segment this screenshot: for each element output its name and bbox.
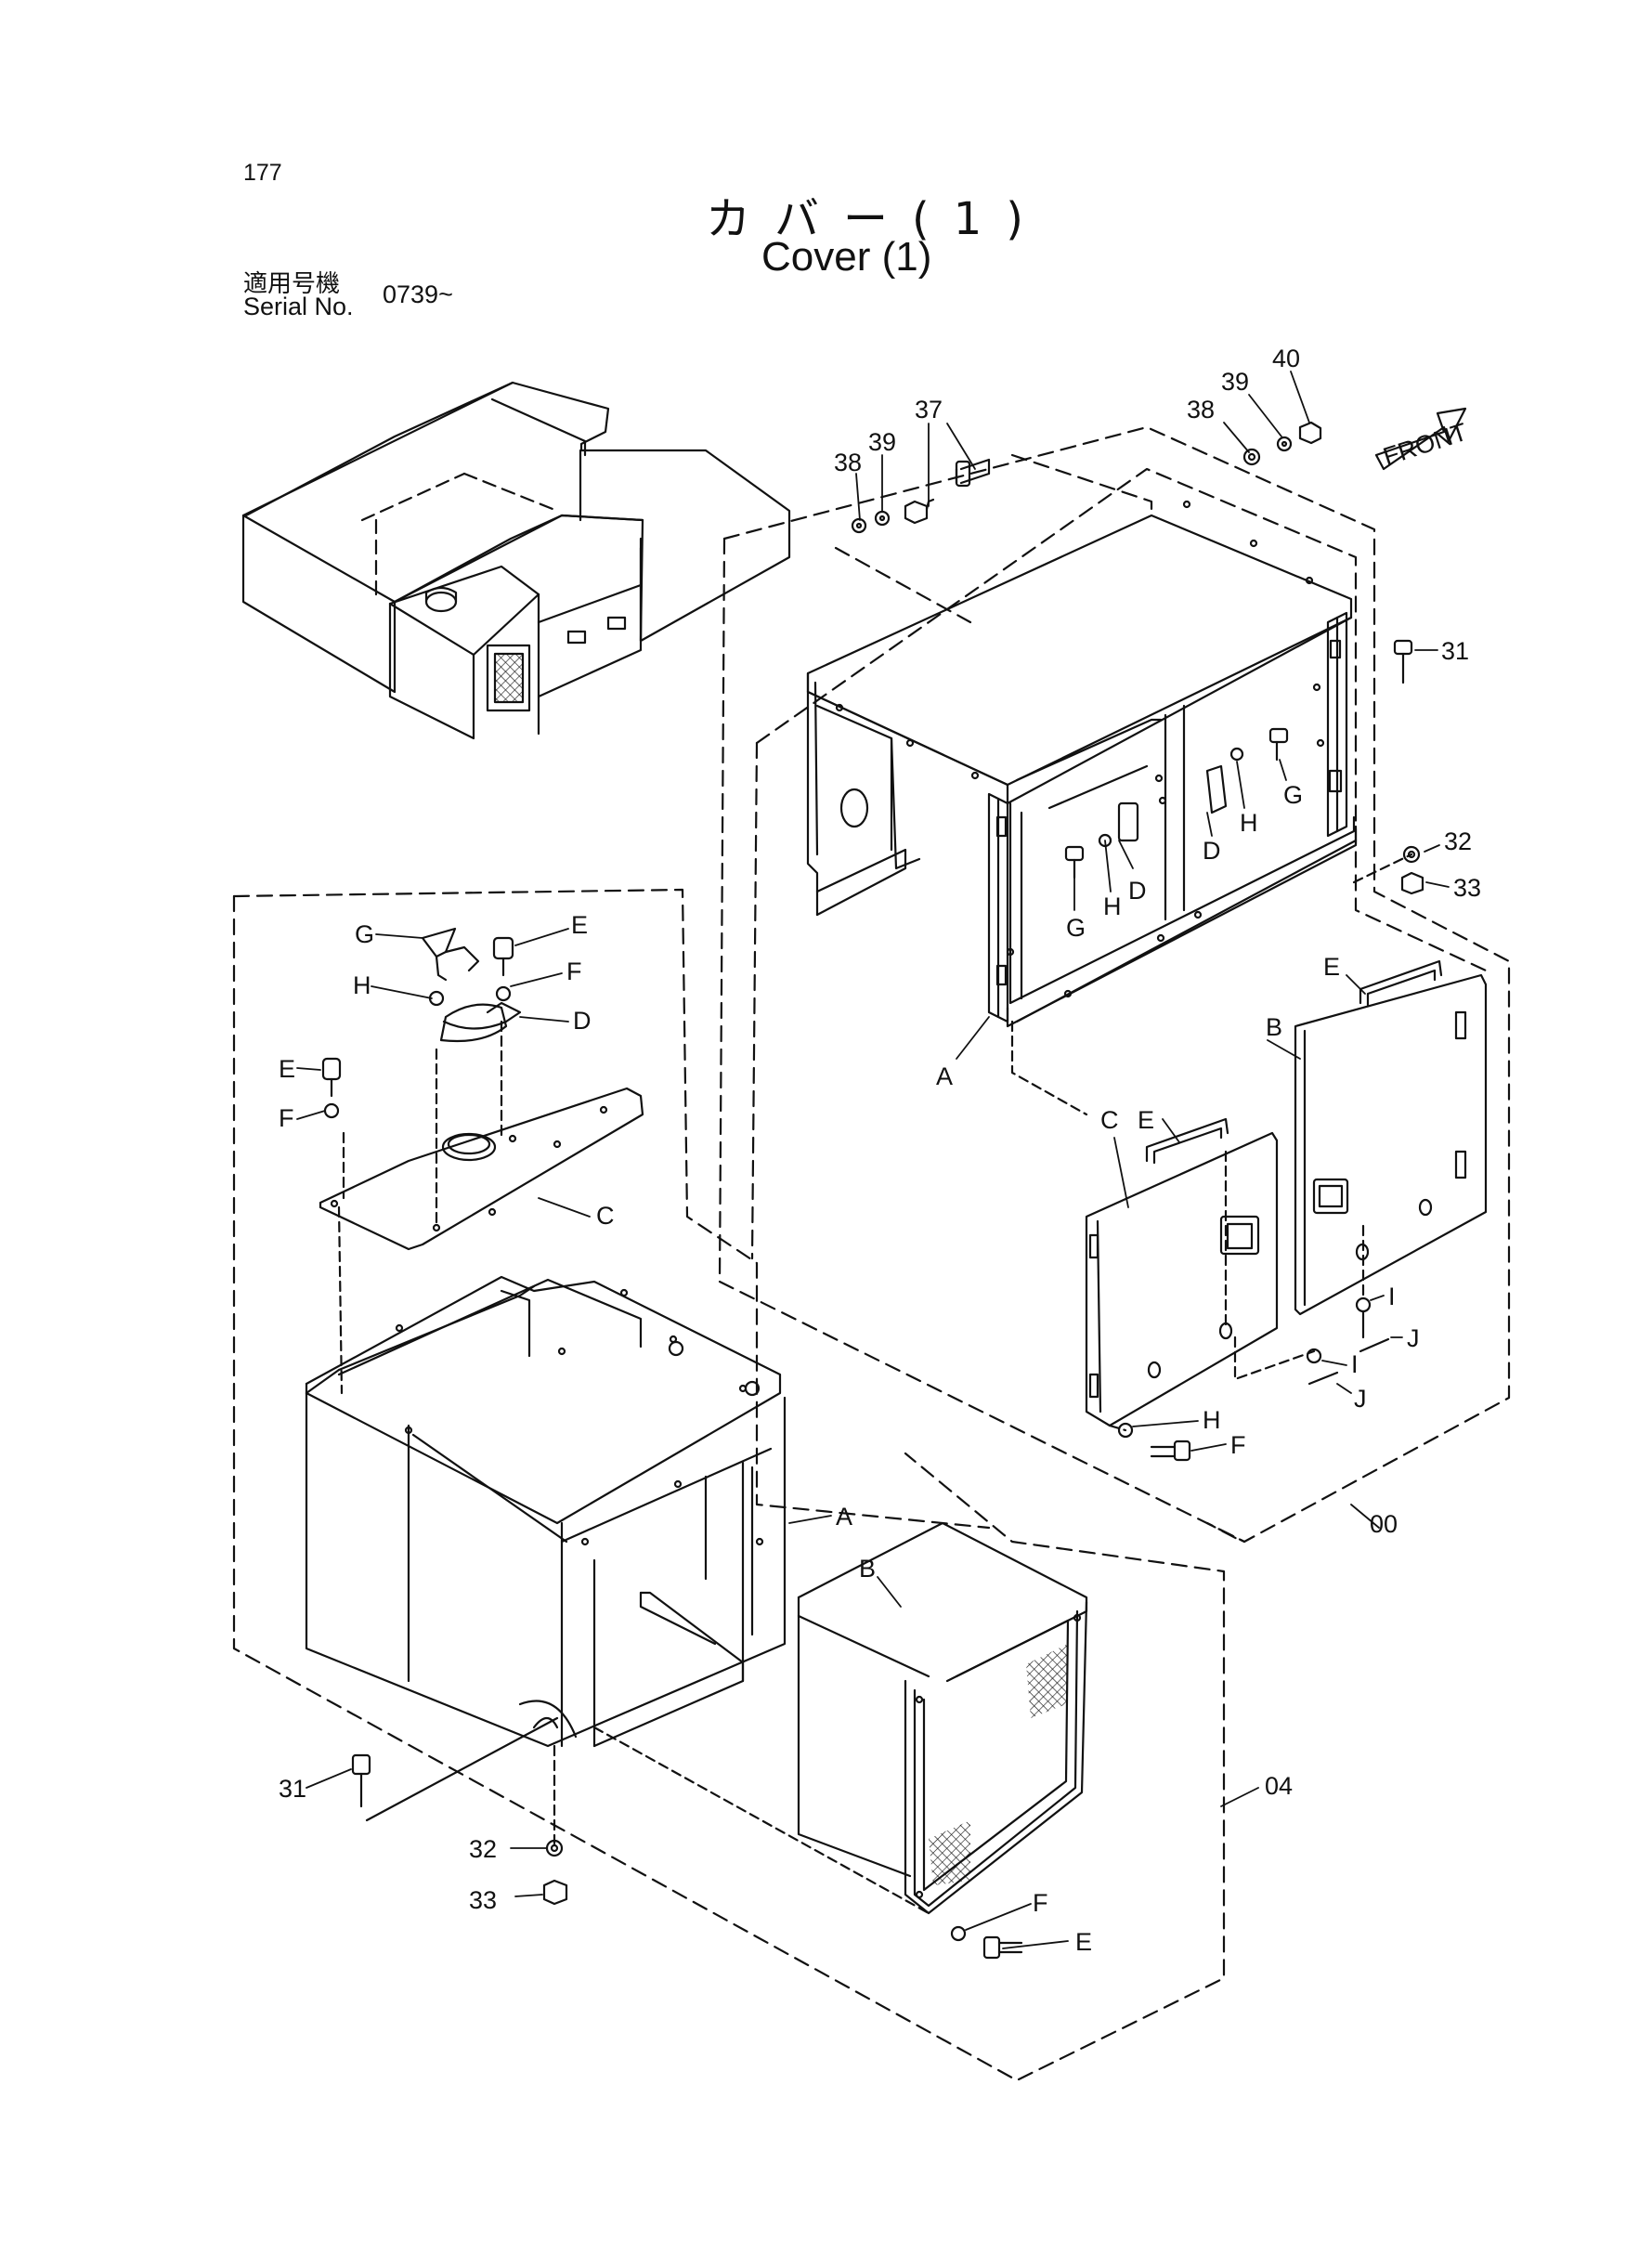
callout-e: E — [1075, 1928, 1092, 1956]
callout-e: E — [1138, 1106, 1154, 1134]
callout-32: 32 — [469, 1835, 497, 1863]
callout-39: 39 — [868, 428, 896, 456]
callout-b: B — [1266, 1013, 1282, 1041]
callout-a: A — [936, 1062, 953, 1090]
callout-33: 33 — [1453, 874, 1481, 902]
assembly-ref-00: 00 — [1370, 1510, 1398, 1538]
callout-e: E — [279, 1055, 295, 1083]
callout-32: 32 — [1444, 827, 1472, 855]
callout-f: F — [279, 1104, 294, 1132]
callout-h: H — [1240, 809, 1258, 837]
assembly-ref-04: 04 — [1265, 1772, 1293, 1800]
callout-31: 31 — [1441, 637, 1469, 665]
callout-e: E — [571, 911, 588, 939]
callout-g: G — [355, 920, 374, 948]
callout-d: D — [1128, 877, 1147, 905]
front-label: FRONT — [1380, 418, 1471, 471]
upper-doors — [1010, 959, 1488, 1462]
callout-40: 40 — [1272, 345, 1300, 372]
callout-a: A — [836, 1503, 852, 1531]
callout-f: F — [1033, 1889, 1048, 1917]
callout-38: 38 — [834, 449, 862, 476]
callout-b: B — [859, 1555, 876, 1583]
front-direction-arrow: FRONT — [1374, 407, 1471, 471]
callout-i: I — [1388, 1283, 1396, 1310]
callout-f: F — [1230, 1431, 1246, 1459]
callout-i: I — [1351, 1350, 1359, 1378]
callout-37: 37 — [915, 396, 943, 423]
callout-39: 39 — [1221, 368, 1249, 396]
callout-d: D — [1203, 837, 1221, 865]
serial-label-english: Serial No. — [243, 293, 354, 320]
callout-e: E — [1323, 953, 1340, 981]
callout-c: C — [596, 1202, 615, 1230]
callout-g: G — [1066, 914, 1086, 942]
callout-38: 38 — [1187, 396, 1215, 423]
callout-c: C — [1100, 1106, 1119, 1134]
serial-number-range: 0739~ — [383, 280, 453, 308]
lower-cover-assembly — [232, 888, 1226, 2082]
page-title-japanese: カバー(1) — [706, 193, 1047, 245]
serial-label-japanese: 適用号機 — [243, 270, 341, 298]
callout-j: J — [1354, 1385, 1367, 1413]
callout-h: H — [1103, 892, 1122, 920]
callout-labels: 37 38 39 38 39 40 31 32 33 G H D D H G D… — [279, 345, 1481, 1956]
page-number: 177 — [243, 160, 282, 186]
callout-h: H — [1203, 1406, 1221, 1434]
callout-j: J — [1407, 1324, 1420, 1352]
upper-cover-assembly — [718, 425, 1511, 1544]
callout-f: F — [566, 958, 582, 985]
callout-31: 31 — [279, 1775, 306, 1803]
leader-lines — [296, 371, 1450, 1949]
callout-d: D — [573, 1007, 592, 1035]
callout-h: H — [353, 971, 371, 999]
page-title-english: Cover (1) — [761, 234, 932, 280]
machine-overview — [241, 381, 791, 740]
upper-hardware — [851, 421, 1424, 895]
callout-33: 33 — [469, 1886, 497, 1914]
callout-g: G — [1283, 781, 1303, 809]
